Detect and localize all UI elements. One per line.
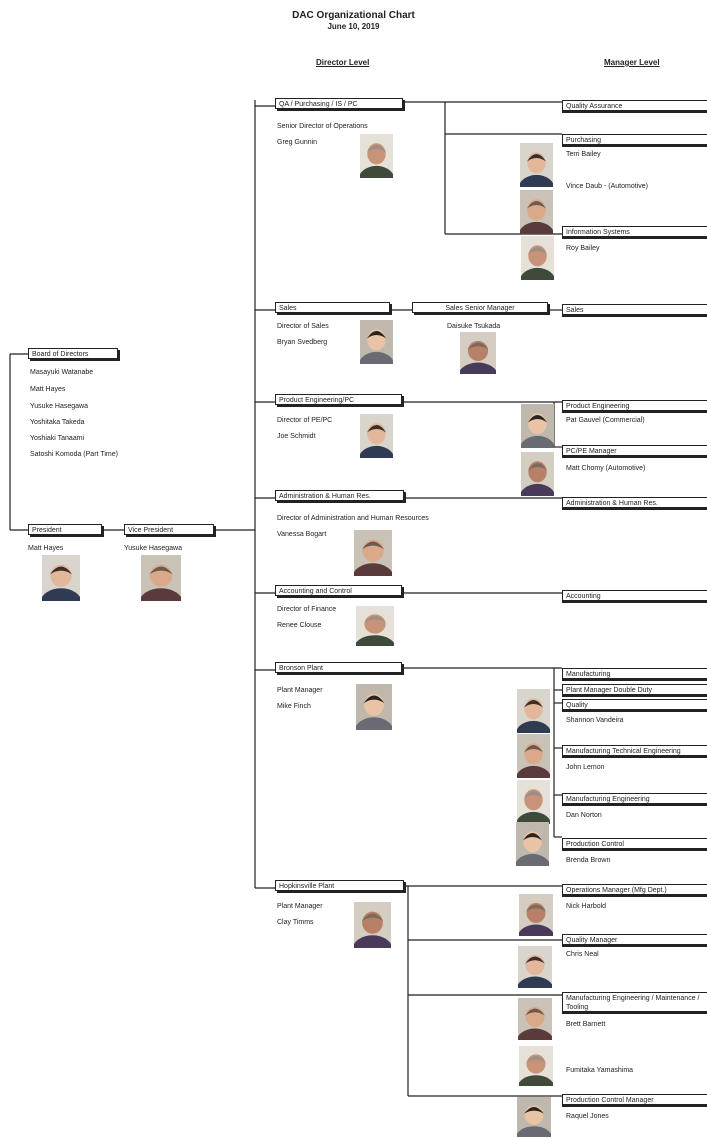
- manager-box-production-control-manager: Production Control Manager: [562, 1094, 707, 1105]
- portrait-photo: [354, 902, 391, 948]
- vice-president-name: Yusuke Hasegawa: [124, 545, 182, 552]
- portrait-photo: [520, 143, 553, 187]
- chart-title: DAC Organizational Chart: [292, 10, 415, 21]
- manager-box-mfg-eng-maintenance-tooling: Manufacturing Engineering / Maintenance …: [562, 992, 707, 1012]
- board-member: Satoshi Komoda (Part Time): [30, 451, 118, 458]
- vice-president-box: Vice President: [124, 524, 214, 535]
- manager-box-manufacturing: Manufacturing: [562, 668, 707, 679]
- director-title: Plant Manager: [277, 687, 323, 694]
- portrait-photo: [354, 530, 392, 576]
- manager-name: Brenda Brown: [566, 857, 611, 864]
- manager-name: Dan Norton: [566, 812, 602, 819]
- manager-box-accounting: Accounting: [562, 590, 707, 601]
- manager-box-administration: Administration & Human Res.: [562, 497, 707, 508]
- portrait-photo: [460, 332, 496, 374]
- manager-name: Chris Neal: [566, 951, 599, 958]
- director-name: Renee Clouse: [277, 622, 322, 629]
- portrait-photo: [517, 1097, 551, 1137]
- portrait-photo: [360, 414, 393, 458]
- portrait-photo: [518, 946, 552, 988]
- president-box: President: [28, 524, 102, 535]
- director-level-header: Director Level: [316, 58, 370, 67]
- sales-senior-name: Daisuke Tsukada: [447, 323, 501, 330]
- portrait-photo: [521, 452, 554, 496]
- board-member: Yoshiaki Tanaami: [30, 435, 85, 442]
- portrait-photo: [360, 134, 393, 178]
- portrait-photo: [141, 555, 181, 601]
- director-name: Bryan Svedberg: [277, 339, 328, 346]
- manager-box-product-engineering: Product Engineering: [562, 400, 707, 411]
- portrait-photo: [519, 894, 553, 936]
- portrait-photo: [517, 780, 550, 824]
- portrait-photo: [517, 734, 550, 778]
- director-name: Joe Schmidt: [277, 433, 316, 440]
- portrait-photo: [520, 190, 553, 234]
- manager-box-mfg-technical-engineering: Manufacturing Technical Engineering: [562, 745, 707, 756]
- director-title: Plant Manager: [277, 903, 323, 910]
- manager-box-manufacturing-engineering: Manufacturing Engineering: [562, 793, 707, 804]
- board-member: Yusuke Hasegawa: [30, 403, 88, 410]
- portrait-photo: [519, 1046, 553, 1086]
- director-title: Director of Finance: [277, 606, 337, 613]
- director-box-qa-purchasing: QA / Purchasing / IS / PC: [275, 98, 403, 109]
- president-name: Matt Hayes: [28, 545, 64, 552]
- manager-box-quality-assurance: Quality Assurance: [562, 100, 707, 111]
- director-box-administration: Administration & Human Res.: [275, 490, 404, 501]
- manager-name: Pat Gauvel (Commercial): [566, 417, 645, 424]
- chart-date: June 10, 2019: [327, 22, 380, 31]
- director-box-hopkinsville-plant: Hopkinsville Plant: [275, 880, 404, 891]
- portrait-photo: [517, 689, 550, 733]
- manager-box-production-control: Production Control: [562, 838, 707, 849]
- portrait-photo: [518, 998, 552, 1040]
- board-of-directors-box: Board of Directors: [28, 348, 118, 359]
- director-box-product-engineering: Product Engineering/PC: [275, 394, 402, 405]
- manager-box-quality: Quality: [562, 699, 707, 710]
- manager-box-purchasing: Purchasing: [562, 134, 707, 145]
- board-member: Masayuki Watanabe: [30, 369, 94, 376]
- board-member: Matt Hayes: [30, 386, 66, 393]
- manager-name: Shannon Vandeira: [566, 717, 624, 724]
- director-box-accounting: Accounting and Control: [275, 585, 402, 596]
- director-name: Vanessa Bogart: [277, 531, 327, 538]
- manager-box-operations-manager: Operations Manager (Mfg Dept.): [562, 884, 707, 895]
- manager-name: Matt Chomy (Automotive): [566, 465, 646, 472]
- board-member: Yoshitaka Takeda: [30, 419, 85, 426]
- sales-senior-manager-box: Sales Senior Manager: [412, 302, 548, 313]
- manager-name: Fumitaka Yamashima: [566, 1067, 634, 1074]
- portrait-photo: [521, 404, 554, 448]
- manager-box-pc-pe: PC/PE Manager: [562, 445, 707, 456]
- portrait-photo: [356, 606, 394, 646]
- manager-box-information-systems: Information Systems: [562, 226, 707, 237]
- director-name: Greg Gunnin: [277, 139, 318, 146]
- manager-name: Vince Daub - (Automotive): [566, 183, 648, 190]
- director-title: Senior Director of Operations: [277, 123, 368, 130]
- director-title: Director of PE/PC: [277, 417, 333, 424]
- manager-box-plant-manager-double-duty: Plant Manager Double Duty: [562, 684, 707, 695]
- portrait-photo: [356, 684, 392, 730]
- portrait-photo: [42, 555, 80, 601]
- manager-name: John Lemon: [566, 764, 605, 771]
- manager-name: Roy Bailey: [566, 245, 600, 252]
- director-box-sales: Sales: [275, 302, 390, 313]
- manager-name: Raquel Jones: [566, 1113, 609, 1120]
- portrait-photo: [360, 320, 393, 364]
- director-box-bronson-plant: Bronson Plant: [275, 662, 402, 673]
- director-title: Director of Administration and Human Res…: [277, 515, 429, 522]
- manager-box-sales: Sales: [562, 304, 707, 315]
- manager-name: Brett Barnett: [566, 1021, 606, 1028]
- portrait-photo: [516, 822, 549, 866]
- manager-box-quality-manager: Quality Manager: [562, 934, 707, 945]
- manager-name: Terri Bailey: [566, 151, 601, 158]
- manager-level-header: Manager Level: [604, 58, 660, 67]
- manager-name: Nick Harbold: [566, 903, 607, 910]
- director-title: Director of Sales: [277, 323, 329, 330]
- portrait-photo: [521, 236, 554, 280]
- director-name: Clay Timms: [277, 919, 314, 926]
- director-name: Mike Finch: [277, 703, 311, 710]
